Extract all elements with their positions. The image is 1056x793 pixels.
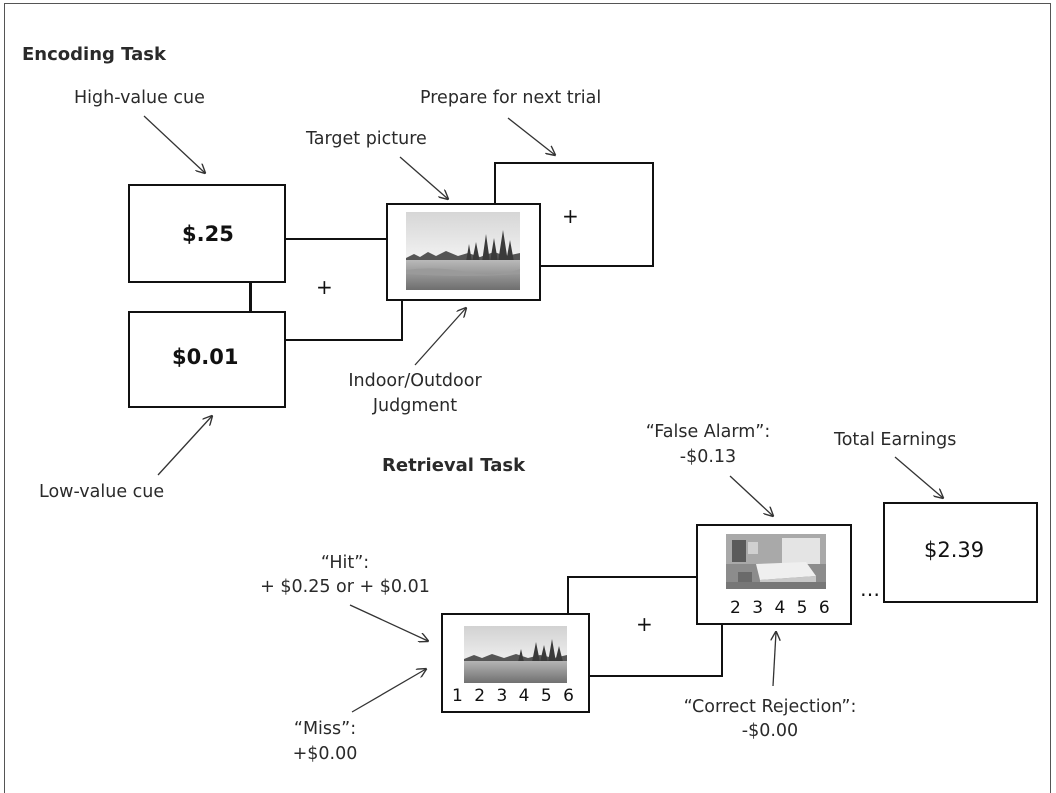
total-earnings-label: Total Earnings [834, 430, 957, 450]
old-item-box: 1 2 3 4 5 6 [441, 613, 590, 713]
miss-arrow [351, 669, 426, 713]
hit-arrow [349, 604, 428, 641]
retrieval-title: Retrieval Task [382, 455, 526, 476]
next-trial-label: Prepare for next trial [420, 88, 602, 108]
meadow-photo-retrieval [464, 626, 567, 683]
correct-rejection-arrow [773, 632, 776, 687]
high-value-cue-label: High-value cue [74, 88, 205, 108]
new-confidence-scale: 2 3 4 5 6 [730, 598, 833, 618]
target-picture-arrow [399, 156, 448, 199]
total-earnings-amount: $2.39 [924, 538, 985, 562]
total-earnings-box: $2.39 [883, 502, 1038, 603]
correct-rejection-line2: -$0.00 [741, 721, 799, 741]
diagram-canvas: Encoding Task High-value cue Prepare for… [4, 3, 1056, 793]
next-trial-arrow [507, 117, 555, 155]
fixation-cross: + [316, 275, 333, 299]
ellipsis: … [860, 577, 880, 601]
high-cue-arrow [143, 115, 205, 173]
low-value-cue-label: Low-value cue [39, 482, 165, 502]
bedroom-photo [726, 534, 826, 589]
high-value-cue-box: $.25 [128, 184, 286, 283]
miss-line1: “Miss”: [293, 719, 357, 739]
total-earnings-arrow [894, 456, 943, 498]
high-value-amount: $.25 [182, 222, 234, 246]
retrieval-fixation: + [636, 612, 653, 636]
false-alarm-line1: “False Alarm”: [645, 422, 771, 442]
next-trial-fixation: + [562, 204, 579, 228]
false-alarm-line2: -$0.13 [679, 447, 737, 467]
encoding-title: Encoding Task [22, 44, 166, 65]
hit-line1: “Hit”: [320, 553, 370, 573]
figure-frame [4, 3, 1051, 793]
new-item-box: 2 3 4 5 6 [696, 524, 852, 625]
judgment-line2: Judgment [372, 396, 458, 416]
hit-line2: + $0.25 or + $0.01 [260, 577, 430, 597]
miss-line2: +$0.00 [292, 744, 358, 764]
low-value-cue-box: $0.01 [128, 311, 286, 408]
meadow-photo [406, 212, 520, 290]
false-alarm-arrow [729, 475, 773, 516]
judgment-line1: Indoor/Outdoor [348, 371, 482, 391]
low-value-amount: $0.01 [172, 345, 239, 369]
arrows-layer [143, 115, 1056, 713]
old-confidence-scale: 1 2 3 4 5 6 [452, 686, 577, 706]
correct-rejection-line1: “Correct Rejection”: [683, 697, 857, 717]
target-picture-label: Target picture [306, 129, 427, 149]
judgment-arrow [414, 308, 466, 366]
low-cue-arrow [157, 416, 212, 476]
target-picture-box [386, 203, 541, 301]
